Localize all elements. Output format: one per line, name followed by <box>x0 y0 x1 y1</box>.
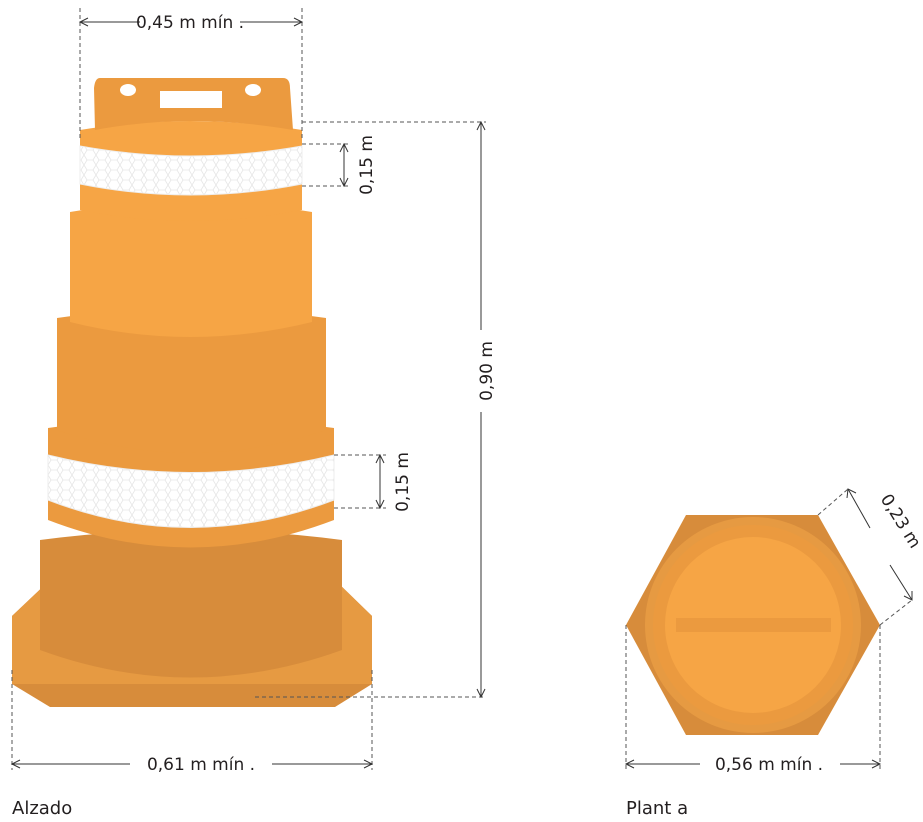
handle-hole-right <box>245 84 261 96</box>
plan-handle-bar <box>676 618 831 632</box>
drum-middle-segment <box>57 308 326 453</box>
dimension-plan-side: 0,23 m <box>876 491 923 552</box>
caption-elevation: Alzado <box>12 798 72 819</box>
dimension-plan-width: 0,56 m mín . <box>715 755 823 775</box>
drum-upper-segment <box>70 202 312 337</box>
plan-view: 0,23 m 0,56 m mín . Plant a <box>624 488 923 819</box>
dimension-base-width: 0,61 m mín . <box>147 755 255 775</box>
dimension-top-width: 0,45 m mín . <box>136 13 244 33</box>
reflective-band-lower <box>47 454 335 528</box>
dimension-total-height: 0,90 m <box>477 341 497 401</box>
handle-hole-left <box>120 84 136 96</box>
dimension-lower-band: 0,15 m <box>393 452 413 512</box>
dimension-upper-band: 0,15 m <box>357 135 377 195</box>
elevation-view: 0,45 m mín . 0,90 m 0,15 m 0,15 m 0,61 m… <box>10 8 497 819</box>
drum-lower-segment <box>40 530 342 678</box>
caption-plan: Plant a <box>626 798 688 819</box>
reflective-band-upper <box>79 145 303 196</box>
handle-slot <box>160 91 222 108</box>
